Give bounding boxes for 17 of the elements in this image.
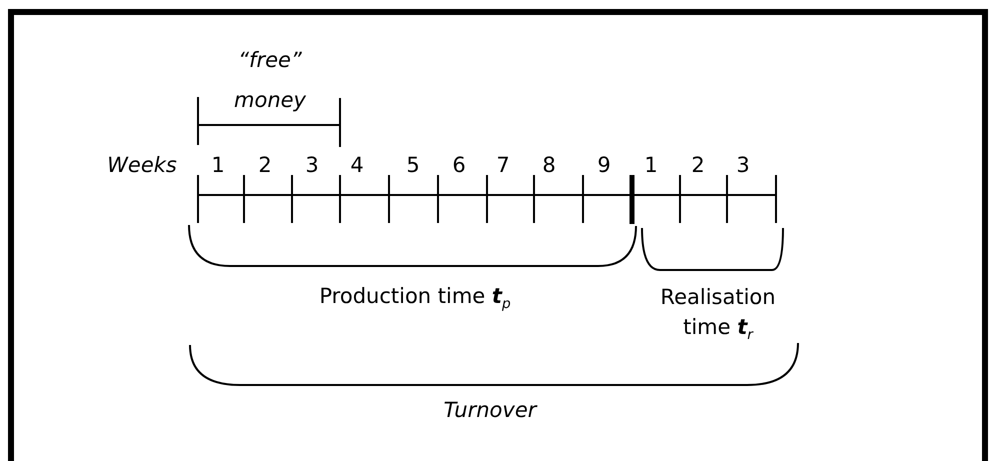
- brace-label: Turnover: [444, 396, 536, 424]
- week-number: 2: [258, 152, 272, 179]
- week-number: 1: [644, 152, 658, 179]
- week-number: 7: [496, 152, 510, 179]
- week-number: 5: [406, 152, 420, 179]
- week-number: 3: [305, 152, 319, 179]
- week-number: 1: [211, 152, 225, 179]
- week-number: 8: [542, 152, 556, 179]
- week-number: 9: [597, 152, 611, 179]
- week-number: 4: [350, 152, 364, 179]
- brace-label: Realisation time t$_{r}$: [659, 284, 777, 346]
- brace-label: Production time t$_{p}$: [319, 283, 511, 314]
- bracket-label: “free” money: [233, 47, 307, 114]
- axis-label: Weeks: [107, 152, 177, 179]
- week-number: 2: [691, 152, 705, 179]
- week-number: 3: [736, 152, 750, 179]
- week-number: 6: [452, 152, 466, 179]
